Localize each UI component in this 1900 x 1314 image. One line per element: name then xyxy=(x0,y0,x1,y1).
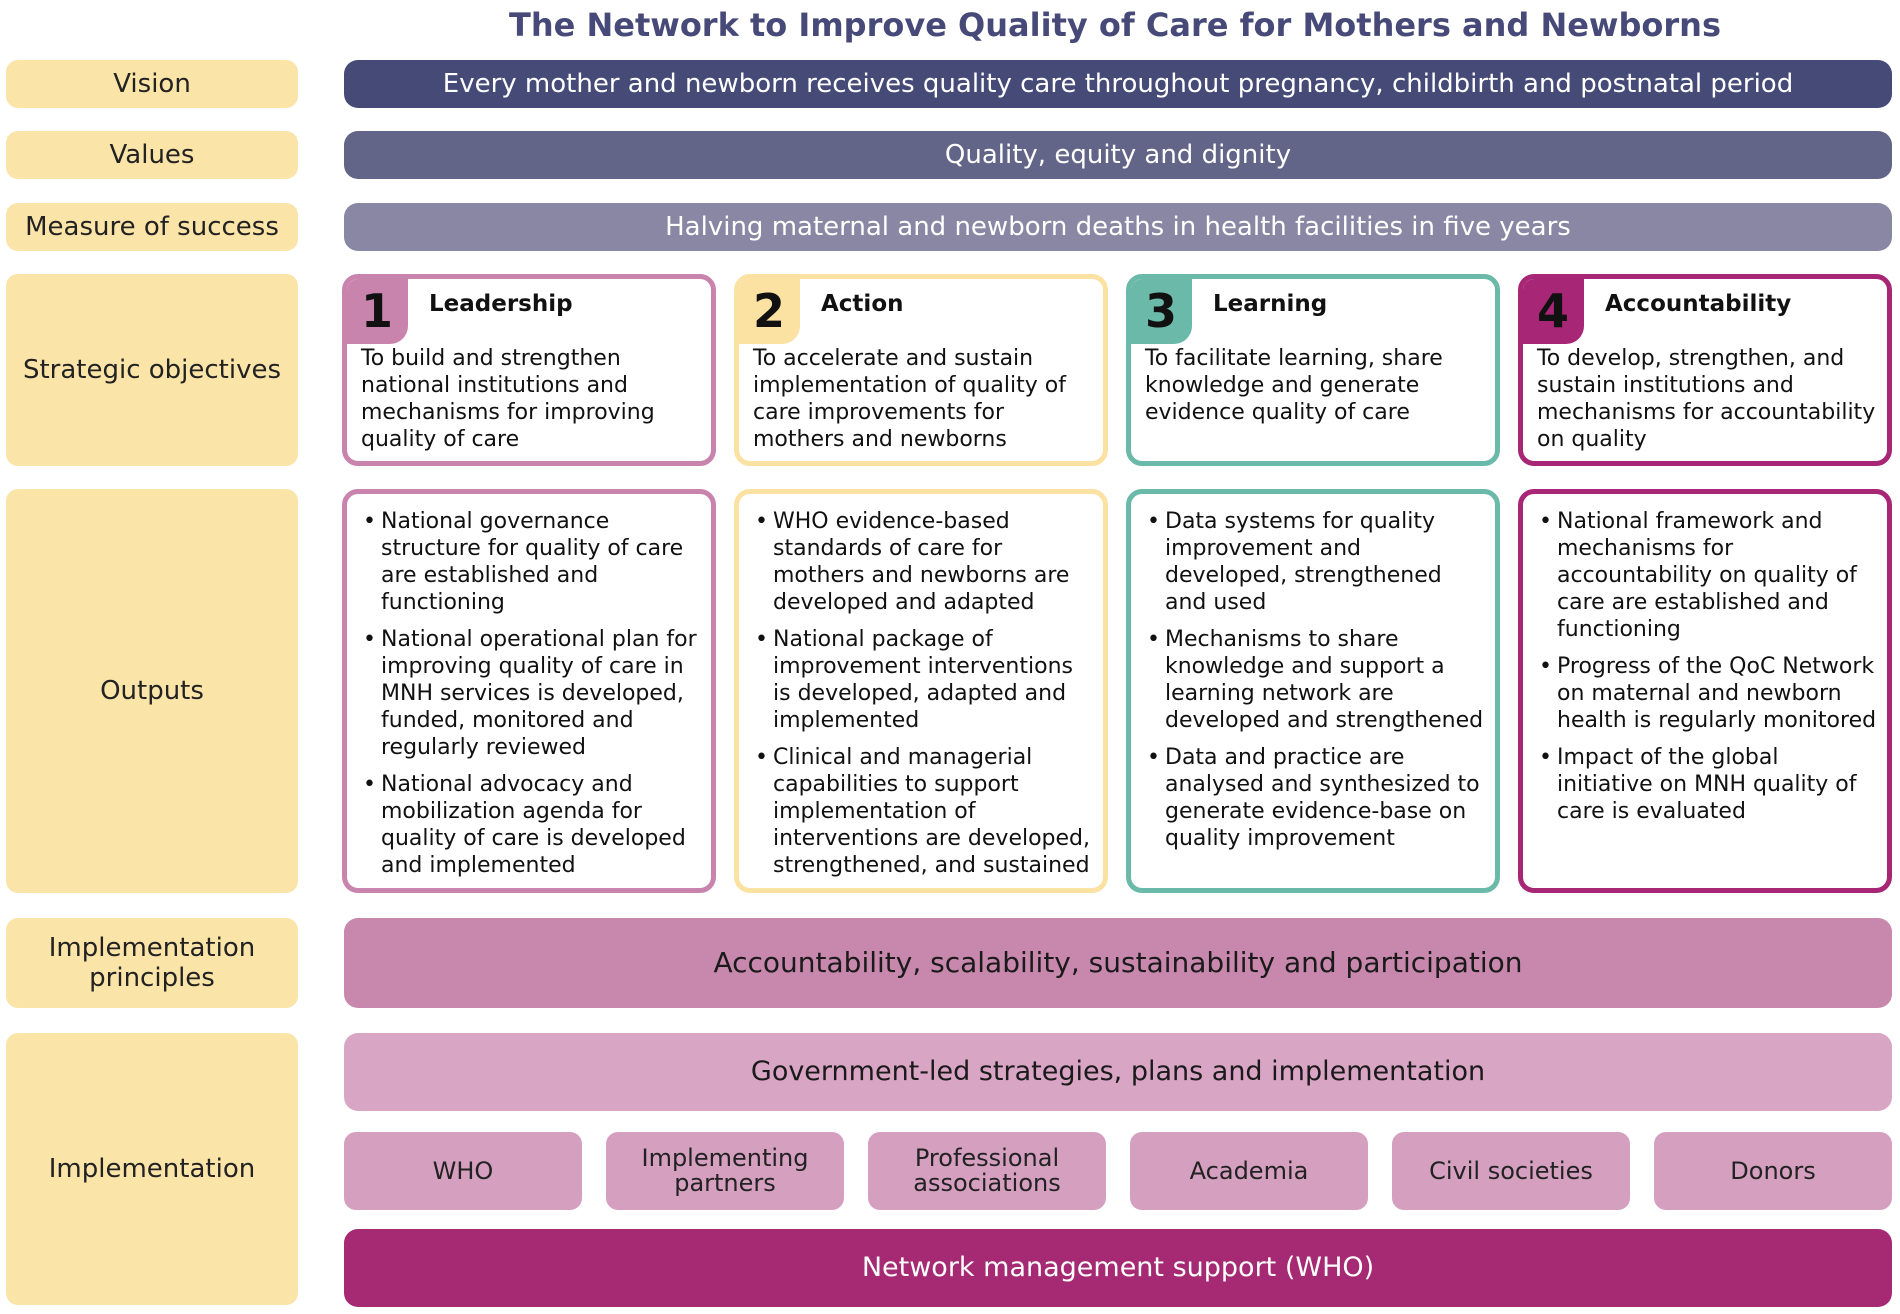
output-item: National package of improvement interven… xyxy=(753,626,1095,734)
output-item: National operational plan for improving … xyxy=(361,626,703,761)
measure-of-success-bar: Halving maternal and newborn deaths in h… xyxy=(344,203,1892,251)
label-implementation: Implementation xyxy=(6,1033,298,1305)
outputs-list: National framework and mechanisms for ac… xyxy=(1537,508,1879,835)
partner-implementing-partners: Implementing partners xyxy=(606,1132,844,1210)
objective-title: Leadership xyxy=(429,291,573,317)
objective-number-badge: 2 xyxy=(739,279,800,344)
partner-professional-associations: Professional associations xyxy=(868,1132,1106,1210)
output-item: Clinical and managerial capabilities to … xyxy=(753,744,1095,879)
label-implementation-principles: Implementation principles xyxy=(6,918,298,1008)
partner-academia: Academia xyxy=(1130,1132,1368,1210)
outputs-list: WHO evidence-based standards of care for… xyxy=(753,508,1095,888)
output-item: Impact of the global initiative on MNH q… xyxy=(1537,744,1879,825)
objective-card-accountability: 4 Accountability To develop, strengthen,… xyxy=(1518,274,1892,466)
objective-card-learning: 3 Learning To facilitate learning, share… xyxy=(1126,274,1500,466)
values-bar: Quality, equity and dignity xyxy=(344,131,1892,179)
label-vision: Vision xyxy=(6,60,298,108)
diagram-title: The Network to Improve Quality of Care f… xyxy=(509,6,1721,44)
label-outputs: Outputs xyxy=(6,489,298,893)
outputs-list: National governance structure for qualit… xyxy=(361,508,703,888)
output-item: National advocacy and mobilization agend… xyxy=(361,771,703,879)
label-values: Values xyxy=(6,131,298,179)
objective-title: Accountability xyxy=(1605,291,1792,317)
output-item: National governance structure for qualit… xyxy=(361,508,703,616)
objective-number-badge: 4 xyxy=(1523,279,1584,344)
partner-donors: Donors xyxy=(1654,1132,1892,1210)
objective-description: To accelerate and sustain implementation… xyxy=(753,346,1066,452)
government-led-bar: Government-led strategies, plans and imp… xyxy=(344,1033,1892,1111)
objective-title: Learning xyxy=(1213,291,1328,317)
output-item: National framework and mechanisms for ac… xyxy=(1537,508,1879,643)
network-management-support-bar: Network management support (WHO) xyxy=(344,1229,1892,1307)
partner-who: WHO xyxy=(344,1132,582,1210)
label-measure-of-success: Measure of success xyxy=(6,203,298,251)
objective-card-action: 2 Action To accelerate and sustain imple… xyxy=(734,274,1108,466)
outputs-card-leadership: National governance structure for qualit… xyxy=(342,489,716,893)
objective-description: To build and strengthen national institu… xyxy=(361,346,655,452)
objective-description: To facilitate learning, share knowledge … xyxy=(1145,346,1443,425)
implementation-principles-bar: Accountability, scalability, sustainabil… xyxy=(344,918,1892,1008)
output-item: Progress of the QoC Network on maternal … xyxy=(1537,653,1879,734)
output-item: WHO evidence-based standards of care for… xyxy=(753,508,1095,616)
objective-card-leadership: 1 Leadership To build and strengthen nat… xyxy=(342,274,716,466)
partner-civil-societies: Civil societies xyxy=(1392,1132,1630,1210)
vision-bar: Every mother and newborn receives qualit… xyxy=(344,60,1892,108)
outputs-list: Data systems for quality improvement and… xyxy=(1145,508,1487,862)
label-strategic-objectives: Strategic objectives xyxy=(6,274,298,466)
output-item: Data systems for quality improvement and… xyxy=(1145,508,1487,616)
objective-number-badge: 3 xyxy=(1131,279,1192,344)
outputs-card-learning: Data systems for quality improvement and… xyxy=(1126,489,1500,893)
objective-description: To develop, strengthen, and sustain inst… xyxy=(1537,346,1876,452)
output-item: Data and practice are analysed and synth… xyxy=(1145,744,1487,852)
outputs-card-action: WHO evidence-based standards of care for… xyxy=(734,489,1108,893)
objective-number-badge: 1 xyxy=(347,279,408,344)
outputs-card-accountability: National framework and mechanisms for ac… xyxy=(1518,489,1892,893)
output-item: Mechanisms to share knowledge and suppor… xyxy=(1145,626,1487,734)
objective-title: Action xyxy=(821,291,904,317)
